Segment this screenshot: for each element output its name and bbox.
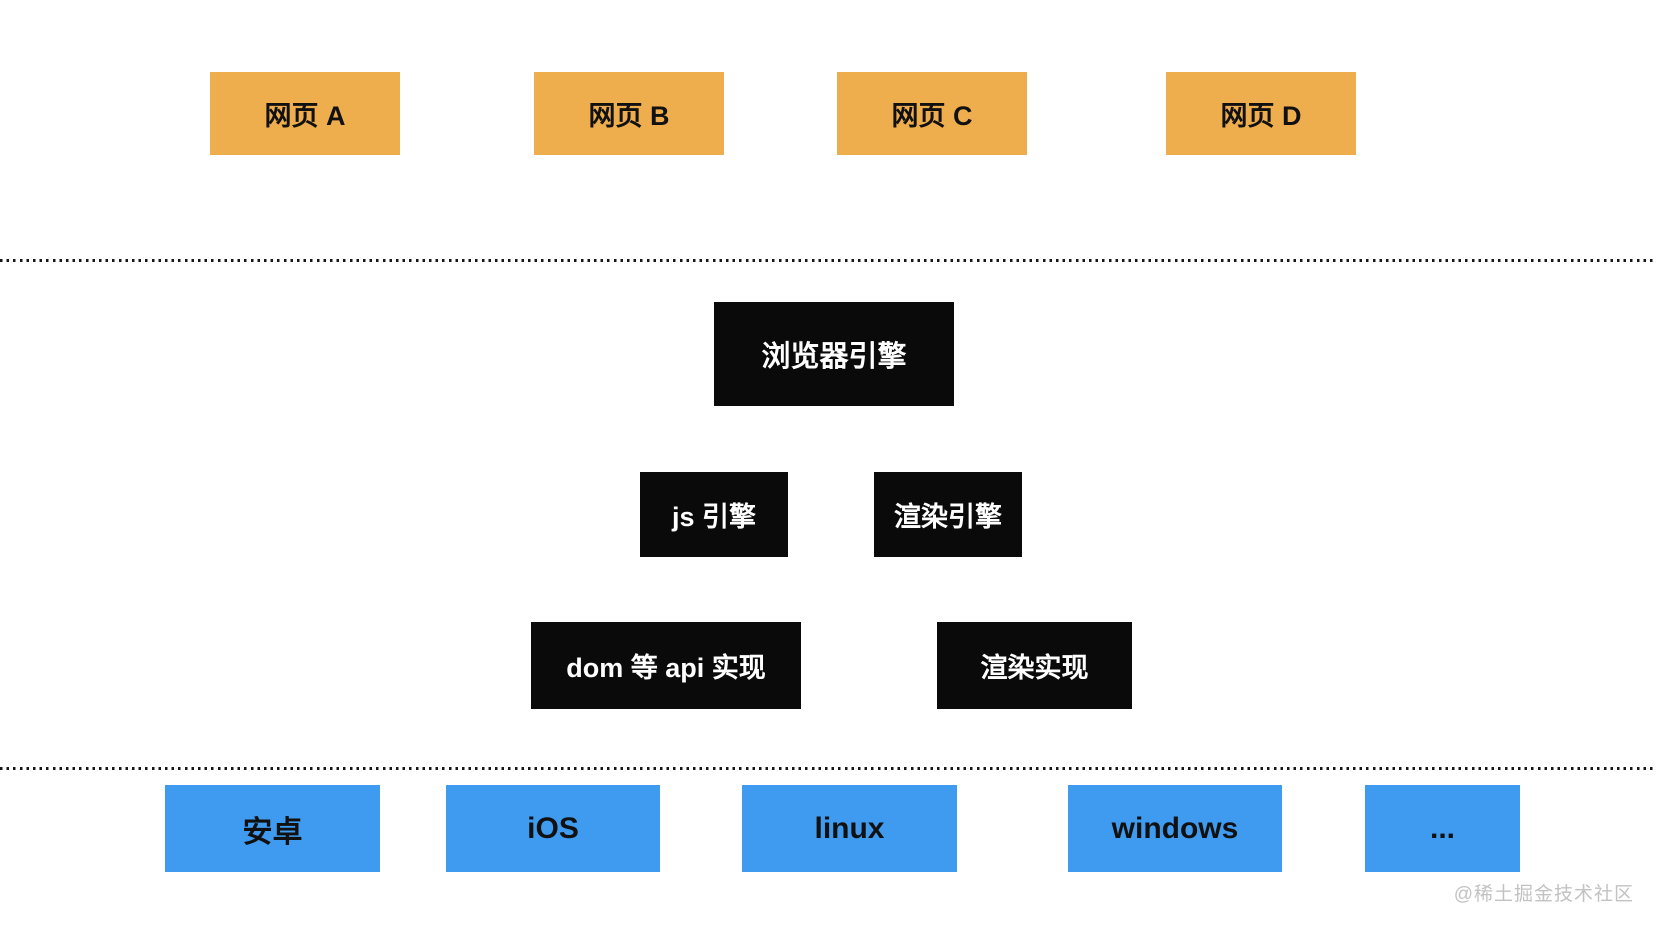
webpage-box-d: 网页 D [1166, 72, 1356, 155]
dotted-divider-top [0, 259, 1656, 262]
render-engine-box: 渲染引擎 [874, 472, 1022, 557]
webpage-box-b: 网页 B [534, 72, 724, 155]
platform-box-windows: windows [1068, 785, 1282, 872]
dotted-divider-bottom [0, 767, 1656, 770]
dom-api-impl-box: dom 等 api 实现 [531, 622, 801, 709]
webpage-box-c: 网页 C [837, 72, 1027, 155]
watermark: @稀土掘金技术社区 [1453, 884, 1634, 905]
js-engine-box: js 引擎 [640, 472, 788, 557]
platform-box-linux: linux [742, 785, 957, 872]
platform-box-more: ... [1365, 785, 1520, 872]
platform-box-android: 安卓 [165, 785, 380, 872]
webpage-box-a: 网页 A [210, 72, 400, 155]
browser-engine-box: 浏览器引擎 [714, 302, 954, 406]
render-impl-box: 渲染实现 [937, 622, 1132, 709]
platform-box-ios: iOS [446, 785, 660, 872]
